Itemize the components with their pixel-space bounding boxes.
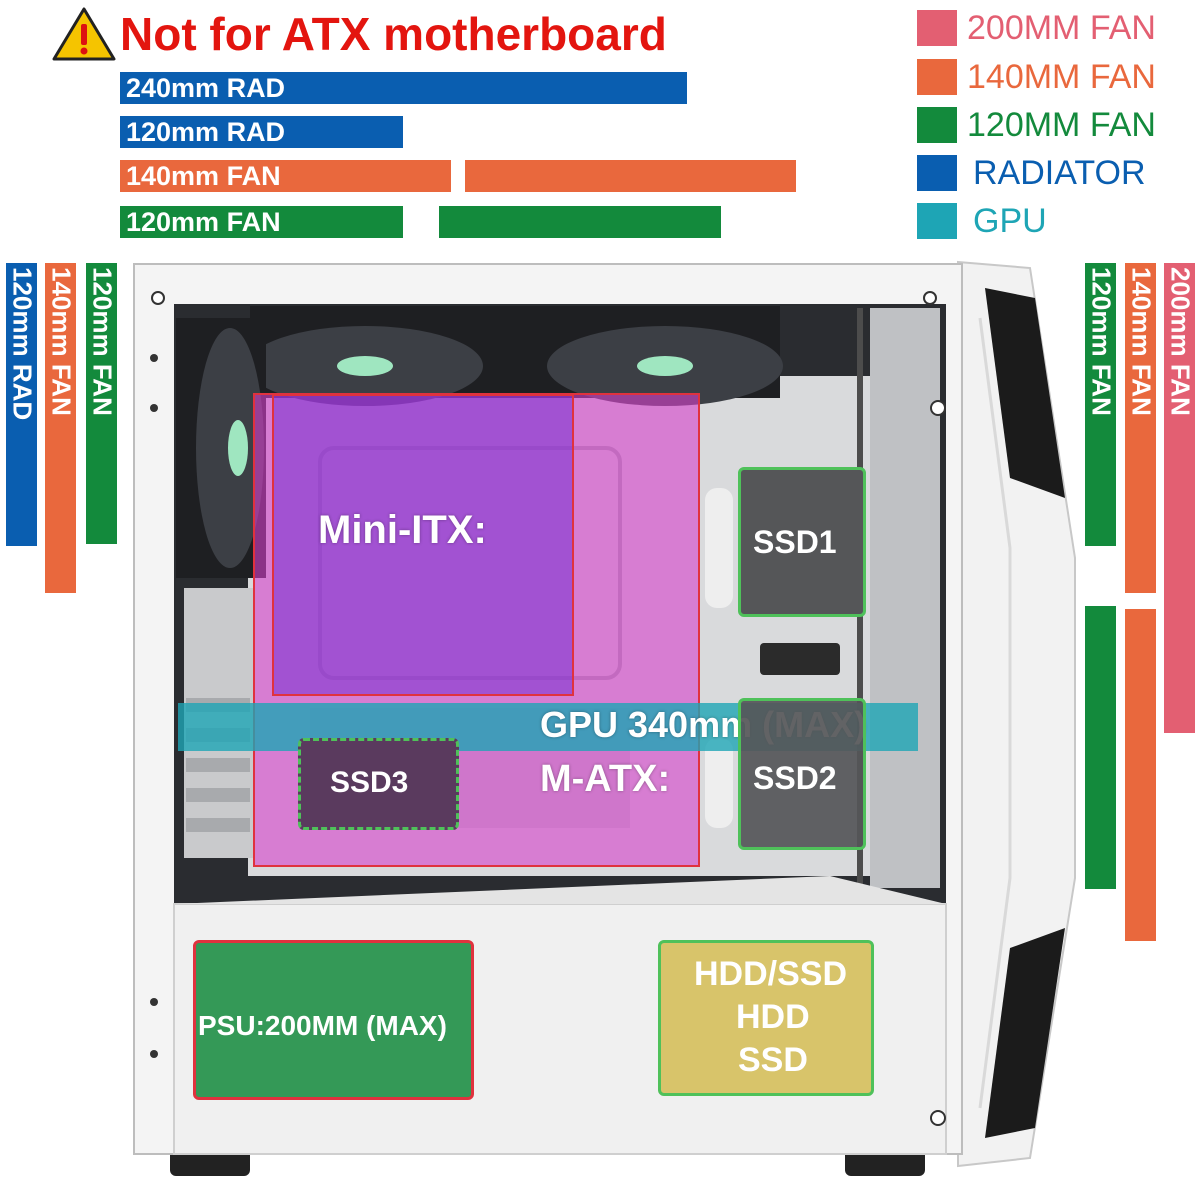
warning-icon [52,6,116,62]
legend-label: RADIATOR [973,154,1146,192]
left-bar-120mm-rad: 120mm RAD [6,263,37,546]
bar-140mm-fan-1: 140mm FAN [120,160,451,192]
left-bar-label: 120mm RAD [7,267,37,421]
legend-label: GPU [973,202,1047,240]
legend-swatch [917,59,957,95]
psu-label: PSU:200MM (MAX) [198,1010,447,1041]
right-bar-label: 120mm FAN [1086,267,1116,416]
left-bar-120mm-fan: 120mm FAN [86,263,117,544]
ssd3-zone [298,738,459,830]
drive-cage-label-1: HDD/SSD [694,955,848,993]
right-bar-120mm-fan-1: 120mm FAN [1085,263,1116,546]
legend-swatch [917,203,957,239]
right-bar-140mm-fan-2 [1125,609,1156,941]
m-atx-label: M-ATX: [540,758,671,800]
right-bar-140mm-fan-1: 140mm FAN [1125,263,1156,593]
drive-cage-label-2: HDD [736,998,810,1036]
drive-cage-zone [658,940,874,1096]
psu-zone [193,940,474,1100]
left-bar-140mm-fan: 140mm FAN [45,263,76,593]
ssd1-zone [738,467,866,617]
legend-swatch [917,107,957,143]
legend-swatch [917,155,957,191]
right-bar-200mm-fan: 200mm FAN [1164,263,1195,733]
right-bar-label: 140mm FAN [1126,267,1156,416]
drive-cage-label-3: SSD [738,1041,808,1079]
legend-label: 140MM FAN [967,58,1156,96]
mini-itx-label: Mini-ITX: [318,508,487,552]
ssd2-label: SSD2 [753,760,837,796]
mini-itx-zone [272,394,574,696]
bar-120mm-rad: 120mm RAD [120,116,403,148]
legend-swatch [917,10,957,46]
left-bar-label: 120mm FAN [87,267,117,416]
bar-140mm-fan-2 [465,160,796,192]
ssd3-label: SSD3 [330,766,409,799]
bar-120mm-fan-2 [439,206,721,238]
right-bar-120mm-fan-2 [1085,606,1116,889]
legend-label: 120MM FAN [967,106,1156,144]
left-bar-label: 140mm FAN [46,267,76,416]
right-bar-label: 200mm FAN [1165,267,1195,416]
ssd1-label: SSD1 [753,524,837,560]
bar-120mm-fan-1: 120mm FAN [120,206,403,238]
ssd2-zone [738,698,866,850]
legend-label: 200MM FAN [967,9,1156,47]
warning-title: Not for ATX motherboard [120,8,667,60]
bar-240mm-rad: 240mm RAD [120,72,687,104]
